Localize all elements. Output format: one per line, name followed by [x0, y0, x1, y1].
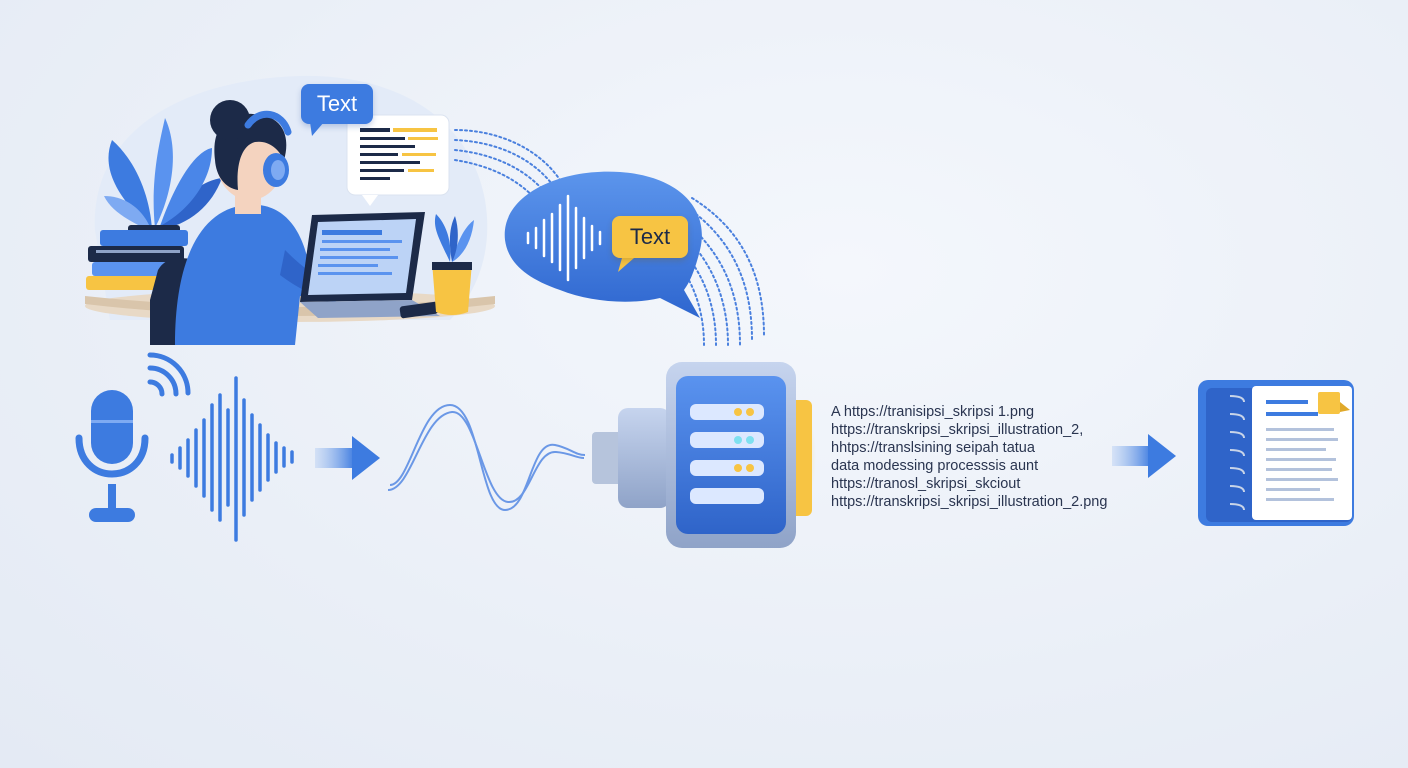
output-line: data modessing processsis aunt: [831, 458, 1039, 474]
person-with-headset: [150, 100, 360, 345]
person-text-bubble: Text: [301, 84, 373, 124]
speech-cloud-icon: [504, 171, 702, 318]
cloud-text-bubble: Text: [612, 216, 688, 258]
output-text-lines: A https://tranisipsi_skripsi 1.png https…: [831, 403, 1107, 511]
phone-icon: [399, 301, 439, 319]
microphone-icon: [75, 390, 149, 522]
arrow-right-icon: [315, 436, 380, 480]
output-line: https://transkripsi_skripsi_illustration…: [831, 422, 1084, 438]
notebook-document-icon: [1198, 380, 1354, 526]
output-line: hhtps://translsining seipah tatua: [831, 440, 1035, 456]
output-line: A https://tranisipsi_skripsi 1.png: [831, 404, 1035, 420]
output-line: https://transkripsi_skripsi_illustration…: [831, 494, 1108, 510]
audio-waveform-icon: [170, 376, 294, 542]
waveform-icon: [526, 194, 602, 282]
arrow-right-icon-2: [1112, 434, 1176, 478]
person-text-bubble-tail: [310, 122, 324, 136]
output-line: https://tranosl_skripsi_skciout: [831, 476, 1021, 492]
code-document-card: [346, 114, 450, 206]
processor-device-icon: [592, 362, 816, 548]
sine-wave-icon: [387, 403, 586, 512]
small-plant-icon: [432, 214, 474, 315]
cloud-text-bubble-label: Text: [629, 224, 671, 249]
wifi-signal-icon: [147, 352, 191, 397]
person-text-bubble-label: Text: [316, 91, 358, 116]
